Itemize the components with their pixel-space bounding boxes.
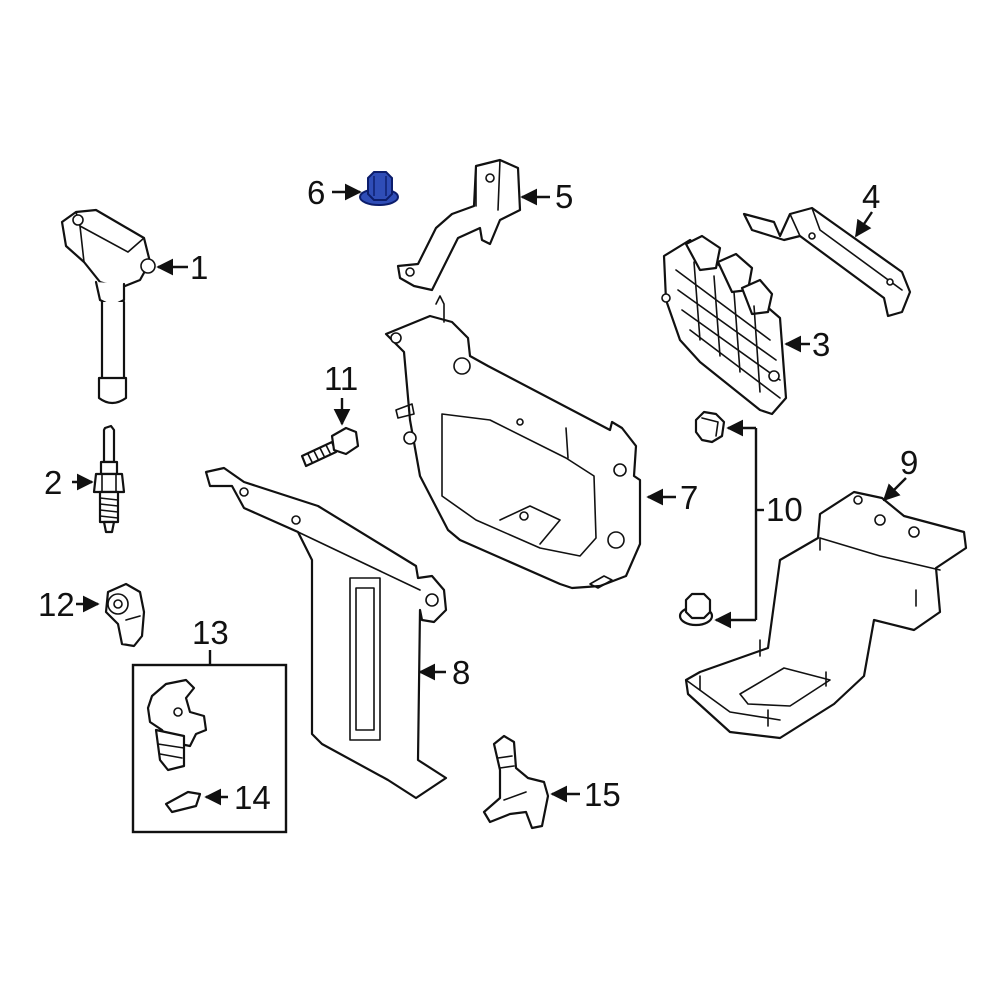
callout-5: 5	[555, 178, 573, 215]
callout-7: 7	[680, 479, 698, 516]
callout-13: 13	[192, 614, 229, 651]
callout-2: 2	[44, 464, 62, 501]
position-sensor-part[interactable]	[482, 734, 550, 830]
callout-12: 12	[38, 586, 75, 623]
callout-15: 15	[584, 776, 621, 813]
retainer-nut-upper-part[interactable]	[694, 410, 726, 444]
small-bracket-part[interactable]	[396, 158, 522, 292]
shield-bracket-part[interactable]	[204, 466, 448, 800]
knock-sensor-part[interactable]	[104, 582, 146, 648]
spark-plug-part[interactable]	[92, 424, 126, 534]
lower-tray-part[interactable]	[684, 490, 968, 740]
callout-9: 9	[900, 444, 918, 481]
engine-control-module-part[interactable]	[661, 234, 788, 416]
sensor-kit-box[interactable]	[131, 650, 288, 834]
module-bracket-part[interactable]	[742, 206, 912, 318]
ignition-coil-part[interactable]	[60, 208, 156, 405]
callout-11: 11	[324, 360, 358, 397]
callout-1: 1	[190, 249, 208, 286]
callout-3: 3	[812, 326, 830, 363]
callout-14: 14	[234, 779, 271, 816]
bolt-part[interactable]	[300, 426, 360, 468]
main-mounting-bracket-part[interactable]	[384, 295, 642, 590]
flange-nut-lower-part[interactable]	[678, 592, 714, 627]
flange-nut-highlighted-part[interactable]	[359, 171, 399, 206]
sensor-seal-part[interactable]	[164, 790, 202, 814]
callout-6: 6	[307, 174, 325, 211]
callout-4: 4	[862, 178, 880, 215]
callout-10: 10	[766, 491, 803, 528]
callout-8: 8	[452, 654, 470, 691]
